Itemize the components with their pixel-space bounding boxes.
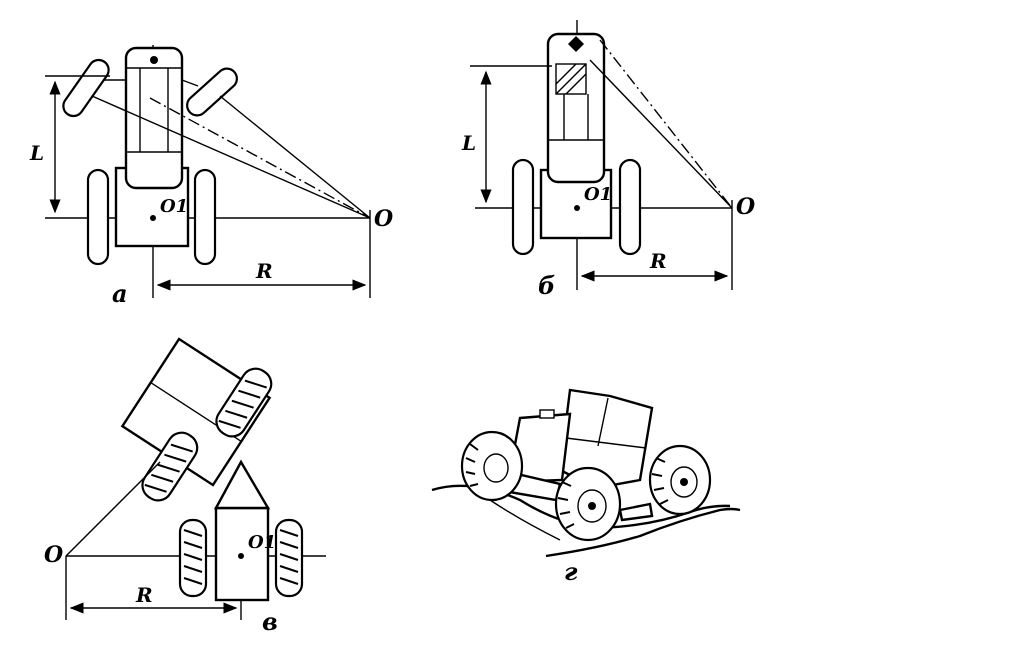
panel-label-v: в	[262, 607, 278, 636]
turn-line-b	[589, 59, 733, 209]
hatched-block-b	[555, 63, 587, 95]
rear-tyre-right-b	[618, 158, 642, 256]
turn-line-center-a	[149, 97, 371, 219]
ground-hatch-g	[489, 499, 561, 541]
rear-tyre-right-a	[193, 168, 217, 266]
center-point-a	[150, 215, 156, 221]
label-R-v: R	[135, 583, 153, 607]
rear-tyre-left-a	[86, 168, 110, 266]
wheel-rear-g	[648, 444, 712, 516]
label-O-v: O	[44, 542, 63, 568]
hub-cap-rear-g	[680, 478, 688, 486]
hitch-g	[618, 502, 654, 522]
steer-link-a2	[181, 79, 199, 87]
hood-b	[546, 32, 606, 184]
tread-rear-right-v	[279, 529, 299, 585]
turn-line-dash-b	[599, 39, 733, 209]
label-O-a: O	[374, 206, 393, 232]
label-R-a: R	[255, 259, 273, 283]
label-R-b: R	[649, 249, 667, 273]
hub-rear-g	[670, 466, 698, 498]
hatch-b1	[555, 63, 587, 95]
radiator-cap-b	[568, 36, 584, 52]
panel-label-g: г	[564, 557, 578, 586]
rear-tyre-left-b	[511, 158, 535, 256]
label-L-b: L	[461, 131, 476, 155]
center-point-b	[574, 205, 580, 211]
panel-a: L R O O1 а	[29, 45, 393, 308]
panel-label-b: б	[538, 271, 555, 300]
wheel-front-right-g	[554, 466, 622, 542]
turn-line-v	[65, 461, 161, 557]
wheel-front-left-g	[460, 430, 524, 502]
front-wheel-left-a	[62, 58, 110, 118]
center-point-v	[238, 553, 244, 559]
panel-b: L R O O1 б	[461, 20, 755, 300]
hub-front-right-g	[577, 489, 607, 523]
label-O1-b: O1	[584, 184, 612, 205]
label-L-a: L	[29, 141, 44, 165]
front-tyre-lower-v	[141, 431, 199, 502]
front-tyre-upper-v	[215, 367, 273, 438]
hub-front-left-g	[483, 453, 509, 483]
label-O1-a: O1	[160, 196, 188, 217]
front-wheel-right-a	[186, 67, 238, 117]
hub-cap-front-right-g	[588, 502, 596, 510]
panel-label-a: а	[112, 279, 128, 308]
radiator-cap-a	[150, 56, 158, 64]
hatch-b2	[565, 73, 587, 95]
cab-divider-g	[597, 397, 609, 447]
ground-lower-g	[545, 507, 741, 558]
tread-rear-left-v	[183, 529, 203, 585]
hitch-triangle-v	[213, 459, 271, 510]
turn-line-right-a	[219, 95, 371, 219]
hatch-b3	[555, 63, 577, 85]
panel-g: г	[431, 388, 741, 586]
hood-a	[124, 46, 184, 190]
exhaust-g	[539, 409, 555, 419]
panel-v: R O O1 в	[44, 337, 326, 636]
cab-line-g	[565, 437, 647, 449]
tread-g	[465, 443, 669, 529]
label-O1-v: O1	[248, 532, 276, 553]
label-O-b: O	[736, 194, 755, 220]
turn-line-left-a	[91, 95, 371, 219]
